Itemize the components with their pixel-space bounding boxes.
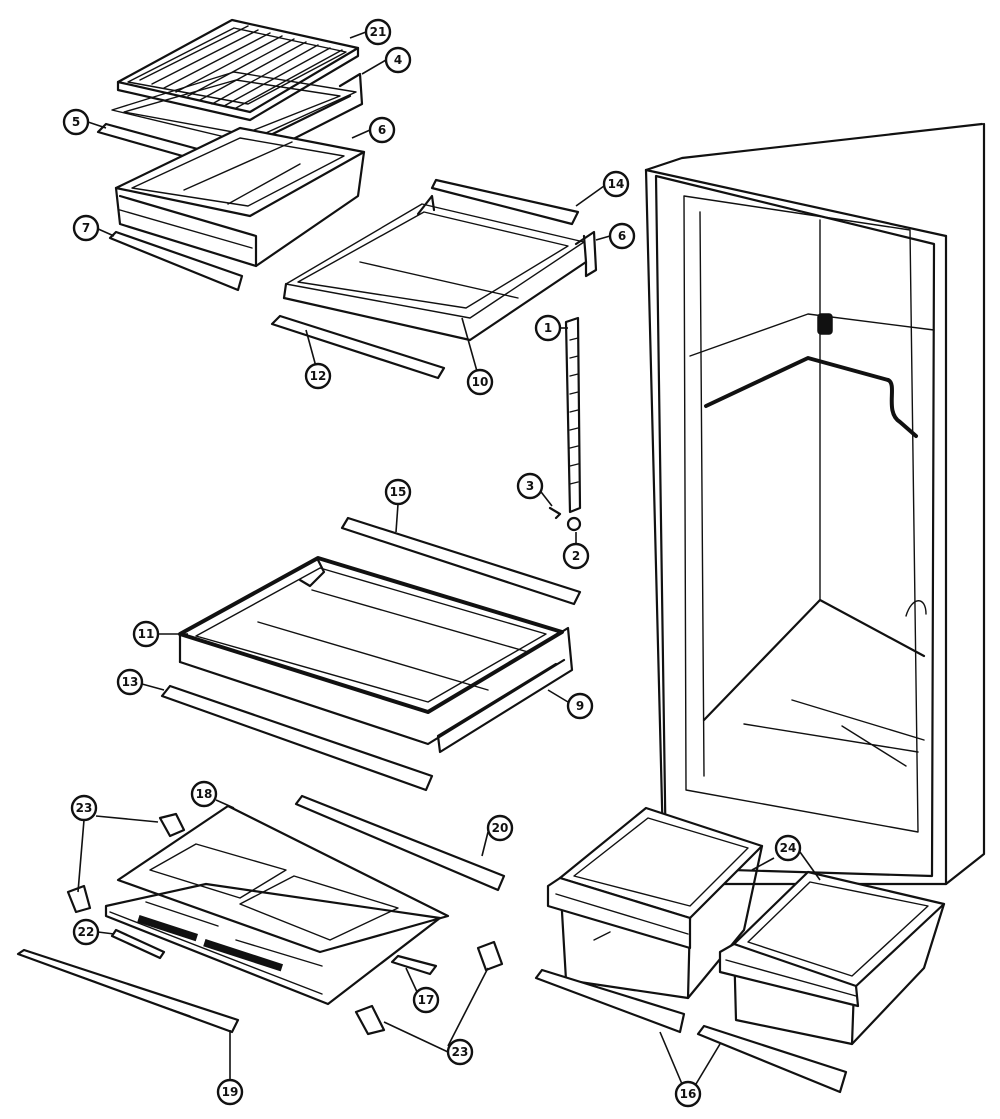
svg-text:13: 13 <box>122 675 139 689</box>
shelf-front-trim <box>270 314 446 380</box>
ladder-screw <box>566 516 582 532</box>
callout-19: 19 <box>216 1078 244 1106</box>
glass-shelf-frame <box>285 203 585 319</box>
callout-17: 17 <box>412 986 440 1014</box>
large-shelf-rear-trim <box>340 516 582 606</box>
crisper-cover-assembly <box>16 794 506 1036</box>
crisper-pan-right <box>718 870 946 1046</box>
svg-text:11: 11 <box>138 627 155 641</box>
grille-shelf <box>116 18 360 122</box>
cover-support-left-top <box>158 812 186 838</box>
shelf-ladder <box>564 316 582 514</box>
callout-23-left: 23 <box>70 794 98 822</box>
svg-text:3: 3 <box>526 479 534 493</box>
upper-glass-shelf-assembly <box>270 178 598 380</box>
svg-text:7: 7 <box>82 221 90 235</box>
callout-16: 16 <box>674 1080 702 1108</box>
callout-15: 15 <box>384 478 412 506</box>
callout-11: 11 <box>132 620 160 648</box>
callout-18: 18 <box>190 780 218 808</box>
cabinet-shelf-rail <box>704 356 890 408</box>
callout-3: 3 <box>516 472 544 500</box>
leader-lines <box>77 31 821 1085</box>
svg-text:19: 19 <box>222 1085 239 1099</box>
meat-keeper-drawer <box>114 126 366 268</box>
svg-text:9: 9 <box>576 699 584 713</box>
shelf-side-bracket <box>574 230 598 278</box>
svg-text:21: 21 <box>370 25 387 39</box>
callout-4: 4 <box>384 46 412 74</box>
svg-text:16: 16 <box>680 1087 697 1101</box>
svg-text:24: 24 <box>780 841 797 855</box>
crisper-glass-panel <box>116 804 450 954</box>
svg-text:22: 22 <box>78 925 95 939</box>
callout-23-right: 23 <box>446 1038 474 1066</box>
svg-text:6: 6 <box>618 229 626 243</box>
svg-text:2: 2 <box>572 549 580 563</box>
ladder-clip <box>548 506 562 520</box>
callout-5: 5 <box>62 108 90 136</box>
crisper-cover-rear-trim <box>294 794 506 892</box>
crisper-cover-frame <box>111 71 357 143</box>
svg-text:23: 23 <box>452 1045 469 1059</box>
svg-text:14: 14 <box>608 177 625 191</box>
cover-support-left-bottom <box>66 884 92 914</box>
callout-13: 13 <box>116 668 144 696</box>
cover-support-bottom <box>354 1004 386 1036</box>
cover-inner-rail <box>390 954 438 976</box>
svg-text:17: 17 <box>418 993 435 1007</box>
cover-support-right <box>476 940 504 972</box>
svg-text:1: 1 <box>544 321 552 335</box>
svg-text:4: 4 <box>394 53 402 67</box>
callout-21: 21 <box>364 18 392 46</box>
crisper-cover-frame-lower <box>104 882 442 1006</box>
svg-text:18: 18 <box>196 787 213 801</box>
callout-7: 7 <box>72 214 100 242</box>
upper-crisper-assembly <box>96 18 366 292</box>
callout-6-lower: 6 <box>608 222 636 250</box>
callout-12: 12 <box>304 362 332 390</box>
shelf-ladder-assembly <box>548 316 582 532</box>
svg-text:10: 10 <box>472 375 489 389</box>
svg-text:5: 5 <box>72 115 80 129</box>
svg-text:6: 6 <box>378 123 386 137</box>
callout-9: 9 <box>566 692 594 720</box>
lower-glass-shelf-assembly <box>160 516 582 792</box>
cover-small-trim <box>110 928 166 960</box>
svg-text:23: 23 <box>76 801 93 815</box>
callout-10: 10 <box>466 368 494 396</box>
callout-1: 1 <box>534 314 562 342</box>
crisper-pan-left <box>546 806 764 1000</box>
drawer-front-rail <box>108 230 244 292</box>
svg-text:20: 20 <box>492 821 509 835</box>
callout-2: 2 <box>562 542 590 570</box>
callout-14: 14 <box>602 170 630 198</box>
callout-6-upper: 6 <box>368 116 396 144</box>
large-shelf-bracket <box>436 626 574 754</box>
shelf-rear-trim <box>430 178 580 226</box>
svg-text:15: 15 <box>390 485 407 499</box>
callout-22: 22 <box>72 918 100 946</box>
callout-20: 20 <box>486 814 514 842</box>
svg-text:12: 12 <box>310 369 327 383</box>
refrigerator-cabinet <box>644 122 986 886</box>
callout-24: 24 <box>774 834 802 862</box>
crisper-pan-trims <box>534 968 848 1094</box>
large-shelf-front-trim <box>160 684 434 792</box>
crisper-cover-front-trim <box>16 948 240 1034</box>
